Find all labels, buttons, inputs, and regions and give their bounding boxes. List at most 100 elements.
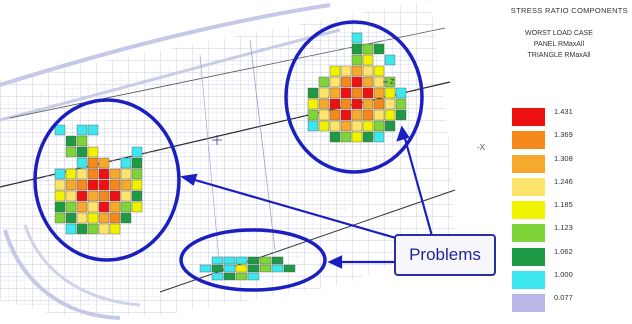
stress-cell — [259, 264, 272, 273]
legend-swatch — [512, 154, 545, 173]
stress-cell — [120, 179, 132, 191]
stress-cell — [351, 65, 363, 77]
stress-cell — [98, 179, 110, 191]
legend-swatch — [512, 271, 545, 290]
stress-cell — [76, 179, 88, 191]
stress-cell — [362, 120, 374, 132]
stress-cell — [98, 212, 110, 224]
stress-cell — [318, 76, 330, 88]
stress-cell — [120, 190, 132, 202]
legend-value: 1.185 — [554, 200, 573, 210]
stress-cell — [340, 109, 352, 121]
stress-cell — [211, 256, 224, 265]
stress-cell — [395, 109, 407, 121]
stress-cell — [373, 98, 385, 110]
stress-cell — [351, 120, 363, 132]
stress-cell — [120, 201, 132, 213]
title-block: STRESS RATIO COMPONENTS WORST LOAD CASE … — [468, 6, 632, 61]
stress-cell — [373, 65, 385, 77]
stress-cell — [54, 212, 66, 224]
stress-cell — [235, 272, 248, 281]
stress-cell — [76, 201, 88, 213]
stress-cell — [271, 256, 284, 265]
stress-cell — [211, 264, 224, 273]
stress-cell — [373, 87, 385, 99]
legend-row: 1.431 — [512, 105, 622, 128]
legend-row: 0.077 — [512, 291, 622, 314]
stress-cell — [109, 168, 121, 180]
stress-cell — [318, 98, 330, 110]
legend-value: 1.369 — [554, 130, 573, 140]
stress-cell — [131, 157, 143, 169]
stress-cell — [87, 190, 99, 202]
axis-z-label: Z — [390, 79, 395, 86]
stress-cell — [373, 43, 385, 55]
right-highlight-circle — [284, 20, 424, 174]
stress-cell — [340, 76, 352, 88]
stress-cell — [211, 272, 224, 281]
stress-cell — [120, 157, 132, 169]
stress-cell — [65, 146, 77, 158]
stress-cell — [120, 212, 132, 224]
stress-cell — [131, 146, 143, 158]
stress-cell — [318, 120, 330, 132]
stress-cell — [384, 54, 396, 66]
stress-cell — [373, 120, 385, 132]
bottom-highlight-circle — [179, 228, 327, 292]
stress-cell — [271, 264, 284, 273]
axis-x-label: -X — [477, 143, 485, 152]
stress-cell — [109, 190, 121, 202]
legend-row: 1.246 — [512, 175, 622, 198]
right-stress-patch — [290, 25, 420, 172]
left-stress-patch — [45, 120, 175, 260]
stress-cell — [340, 98, 352, 110]
stress-cell — [131, 168, 143, 180]
stress-cell — [351, 87, 363, 99]
stress-cell — [259, 256, 272, 265]
stress-cell — [109, 179, 121, 191]
legend-row: 1.369 — [512, 128, 622, 151]
stress-cell — [307, 87, 319, 99]
stress-cell — [54, 190, 66, 202]
stress-cell — [329, 76, 341, 88]
stress-cell — [384, 98, 396, 110]
stress-cell — [340, 131, 352, 143]
stress-cell — [283, 264, 296, 273]
stress-cell — [235, 256, 248, 265]
stress-cell — [98, 168, 110, 180]
stress-cell — [76, 190, 88, 202]
legend-value: 1.000 — [554, 270, 573, 280]
legend-value: 1.123 — [554, 223, 573, 233]
legend-swatch — [512, 224, 545, 243]
stress-cell — [373, 76, 385, 88]
stress-cell — [65, 190, 77, 202]
stress-cell — [329, 131, 341, 143]
stress-cell — [223, 272, 236, 281]
subtitle-block: WORST LOAD CASE PANEL RMaxAll TRIANGLE R… — [486, 28, 632, 61]
stress-cell — [98, 157, 110, 169]
stress-cell — [109, 212, 121, 224]
stress-cell — [384, 120, 396, 132]
stress-cell — [98, 223, 110, 235]
stress-cell — [87, 168, 99, 180]
stress-cell — [223, 256, 236, 265]
legend-swatch — [512, 201, 545, 220]
legend-row: 1.000 — [512, 268, 622, 291]
stress-cell — [54, 124, 66, 136]
stress-cell — [373, 131, 385, 143]
stress-cell — [65, 223, 77, 235]
stress-cell — [109, 223, 121, 235]
stress-cell — [351, 131, 363, 143]
stress-cell — [351, 76, 363, 88]
callout-arrows — [180, 125, 434, 269]
stress-cell — [76, 212, 88, 224]
stress-cell — [131, 201, 143, 213]
stress-cell — [54, 168, 66, 180]
stress-cell — [76, 146, 88, 158]
problems-callout: Problems — [394, 234, 496, 276]
legend-swatch — [512, 247, 545, 266]
subtitle-line: TRIANGLE RMaxAll — [527, 52, 591, 59]
stress-cell — [340, 87, 352, 99]
stress-cell — [87, 124, 99, 136]
